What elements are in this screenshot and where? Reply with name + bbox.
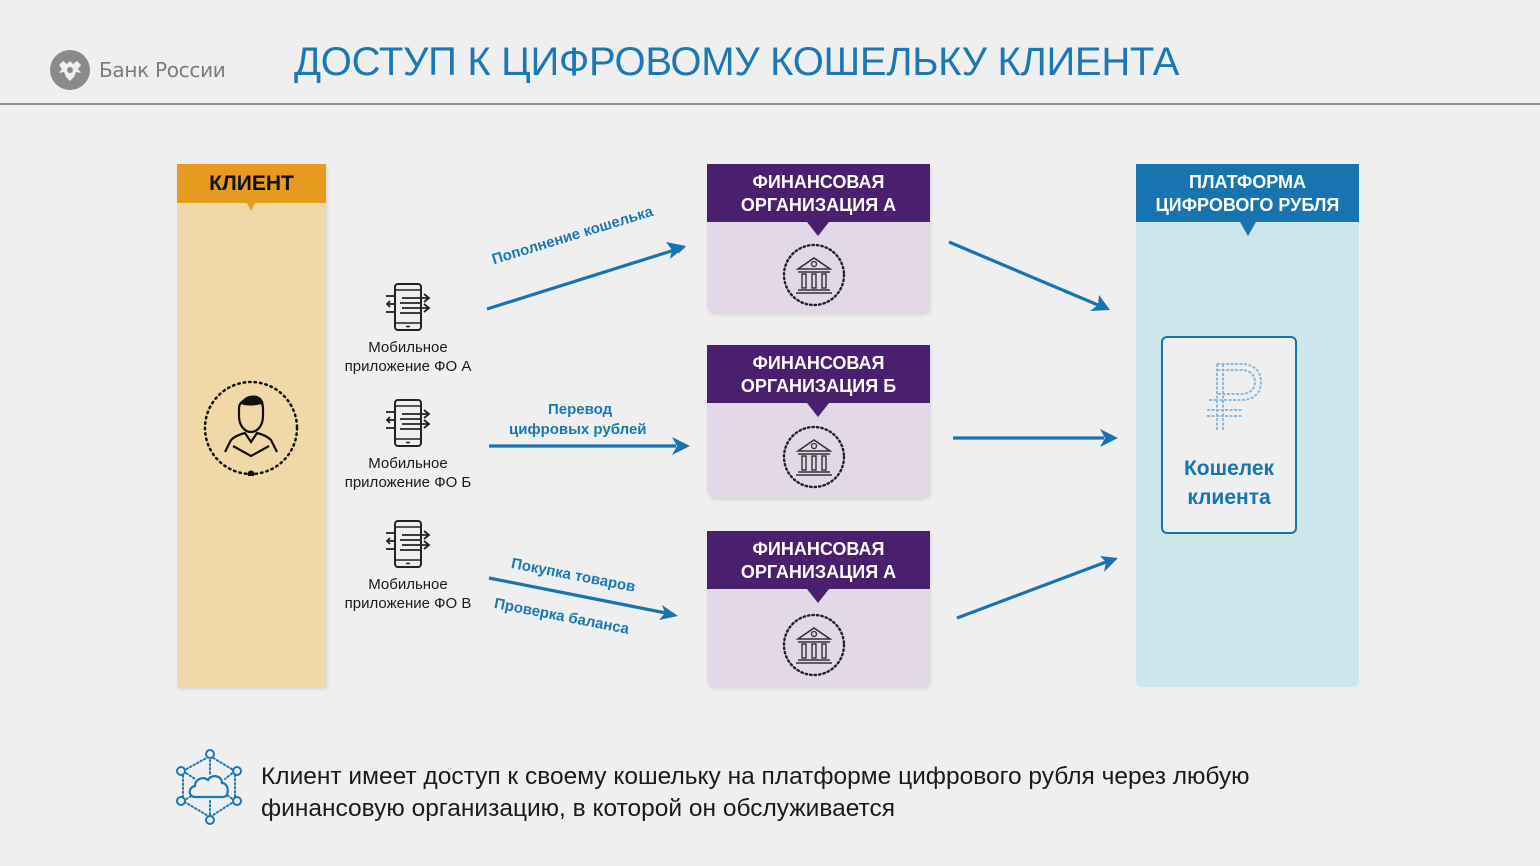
app-label-line1: Мобильное [368, 455, 448, 472]
financial-org-b: ФИНАНСОВАЯ ОРГАНИЗАЦИЯ Б [707, 345, 930, 498]
org-title-line2: ОРГАНИЗАЦИЯ А [740, 195, 897, 215]
slide-header: Банк России ДОСТУП К ЦИФРОВОМУ КОШЕЛЬКУ … [0, 0, 1540, 105]
footer-line2: финансовую организацию, в которой он обс… [261, 795, 895, 822]
footer-summary: Клиент имеет доступ к своему кошельку на… [261, 761, 1341, 825]
bank-building-icon [782, 425, 846, 489]
flow-label-replenish: Пополнение кошелька [490, 203, 656, 269]
client-wallet: Кошелек клиента [1161, 336, 1297, 534]
wallet-label: Кошелек клиента [1163, 454, 1295, 512]
double-eagle-emblem-icon [50, 50, 90, 90]
arrow-org-a-to-platform [948, 240, 1099, 307]
mobile-transfer-icon [385, 399, 431, 447]
financial-org-a: ФИНАНСОВАЯ ОРГАНИЗАЦИЯ А [707, 164, 930, 313]
mobile-app-fo-b: Мобильное приложение ФО Б [333, 398, 483, 492]
bank-building-icon [782, 613, 846, 677]
page-title: ДОСТУП К ЦИФРОВОМУ КОШЕЛЬКУ КЛИЕНТА [294, 40, 1180, 84]
bank-logo: Банк России [50, 50, 226, 90]
arrow-org-a2-to-platform [956, 560, 1107, 620]
org-header: ФИНАНСОВАЯ ОРГАНИЗАЦИЯ Б [707, 345, 930, 417]
app-label-line2: приложение ФО В [344, 595, 472, 612]
org-title-line1: ФИНАНСОВАЯ [752, 353, 885, 373]
wallet-label-line1: Кошелек [1183, 457, 1275, 480]
app-label-line1: Мобильное [368, 576, 448, 593]
org-title-line2: ОРГАНИЗАЦИЯ А [740, 562, 897, 582]
arrow-org-a2-to-platform-head [1100, 556, 1118, 572]
arrow-replenish-head [666, 242, 686, 259]
flow-label-balance: Проверка баланса [492, 595, 631, 638]
arrow-purchase-head [659, 605, 678, 620]
org-title-line2: ОРГАНИЗАЦИЯ Б [740, 376, 897, 396]
mobile-app-fo-a: Мобильное приложение ФО А [333, 282, 483, 376]
logo-text: Банк России [99, 58, 226, 82]
financial-org-a-second: ФИНАНСОВАЯ ОРГАНИЗАЦИЯ А [707, 531, 930, 687]
bank-building-icon [782, 243, 846, 307]
mobile-transfer-icon [385, 520, 431, 568]
client-column: КЛИЕНТ [177, 164, 326, 687]
client-header: КЛИЕНТ [177, 164, 326, 211]
platform-title-line1: ПЛАТФОРМА [1188, 172, 1307, 192]
mobile-transfer-icon [385, 283, 431, 331]
arrow-transfer-head [672, 437, 690, 455]
flow-label-transfer-line2: цифровых рублей [509, 421, 647, 438]
footer-line1: Клиент имеет доступ к своему кошельку на… [261, 763, 1250, 790]
org-title-line1: ФИНАНСОВАЯ [752, 539, 885, 559]
wallet-label-line2: клиента [1187, 486, 1271, 509]
arrow-org-a-to-platform-head [1090, 295, 1110, 311]
mobile-app-fo-v: Мобильное приложение ФО В [333, 519, 483, 613]
app-label-line2: приложение ФО Б [344, 474, 472, 491]
flow-label-transfer-line1: Перевод [548, 401, 613, 418]
platform-header: ПЛАТФОРМА ЦИФРОВОГО РУБЛЯ [1136, 164, 1359, 236]
digital-ruble-platform: ПЛАТФОРМА ЦИФРОВОГО РУБЛЯ Кошелек клиент… [1136, 164, 1359, 687]
org-title-line1: ФИНАНСОВАЯ [752, 172, 885, 192]
cloud-network-icon [176, 749, 242, 825]
org-header: ФИНАНСОВАЯ ОРГАНИЗАЦИЯ А [707, 531, 930, 603]
platform-title-line2: ЦИФРОВОГО РУБЛЯ [1155, 195, 1340, 215]
client-avatar-icon [203, 380, 299, 476]
ruble-sign-icon [1207, 363, 1263, 430]
app-label-line2: приложение ФО А [344, 358, 472, 375]
app-label-line1: Мобильное [368, 339, 448, 356]
org-header: ФИНАНСОВАЯ ОРГАНИЗАЦИЯ А [707, 164, 930, 236]
flow-label-purchase: Покупка товаров [509, 555, 637, 596]
arrow-org-b-to-platform-head [1100, 429, 1118, 447]
